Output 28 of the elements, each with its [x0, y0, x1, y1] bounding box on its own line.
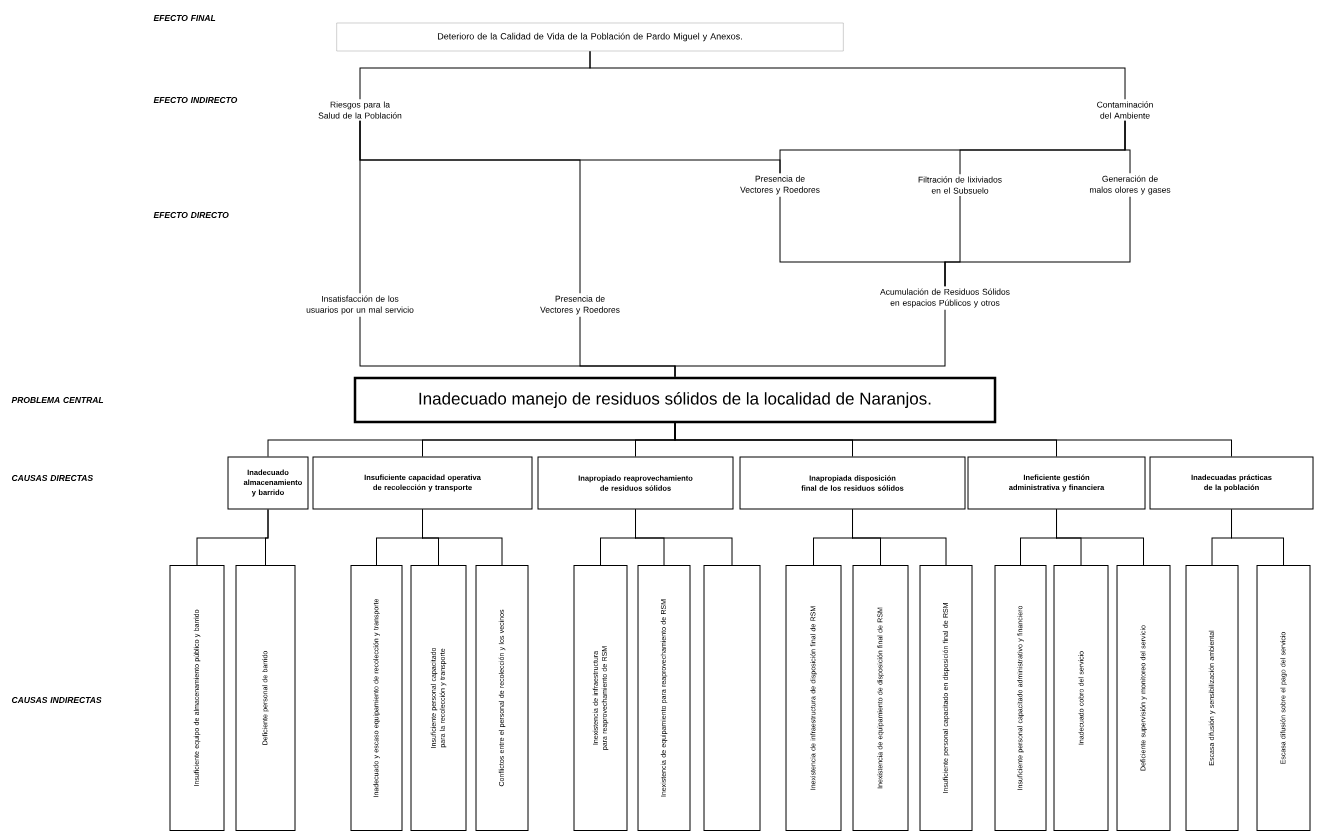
connector-line — [1056, 509, 1144, 566]
level-label: EFECTO FINAL — [153, 15, 216, 21]
connector-line — [944, 196, 1131, 287]
connector-line — [589, 50, 1126, 100]
connector-line — [265, 509, 269, 566]
effect-box: Deterioro de la Calidad de Vida de la Población de Pardo Miguel y Anexos. — [336, 22, 844, 52]
connector-line — [422, 509, 503, 566]
connector-line — [852, 509, 947, 566]
cause-box — [703, 565, 761, 831]
level-label: EFECTO INDIRECTO — [153, 97, 238, 103]
effect-text: Riesgos para la Salud de la Población — [318, 101, 402, 119]
effect-text: Acumulación de Residuos Sólidos en espacios Públicos y otros — [880, 288, 1010, 308]
effect-text: Presencia de Vectores y Roedores — [740, 175, 820, 195]
connector-line — [635, 509, 733, 566]
effect-text: Contaminación del Ambiente — [1097, 101, 1153, 119]
effect-text: Insatisfacción de los usuarios por un mal servicio — [306, 295, 414, 315]
effect-text: Filtración de lixiviados en el Subsuelo — [918, 176, 1002, 194]
connector-line — [674, 422, 1232, 457]
level-label: CAUSAS DIRECTAS — [11, 475, 93, 481]
level-label: PROBLEMA CENTRAL — [11, 397, 104, 403]
effect-text: Presencia de Vectores y Roedores — [540, 295, 620, 315]
level-label: EFECTO DIRECTO — [153, 212, 229, 218]
connector-line — [1231, 509, 1284, 566]
level-label: CAUSAS INDIRECTAS — [11, 697, 102, 703]
connector-line — [1124, 120, 1131, 174]
connector-line — [674, 309, 946, 378]
effect-text: Generación de malos olores y gases — [1089, 175, 1171, 195]
problem-box: Inadecuado manejo de residuos sólidos de la localidad de Naranjos. — [353, 376, 997, 424]
